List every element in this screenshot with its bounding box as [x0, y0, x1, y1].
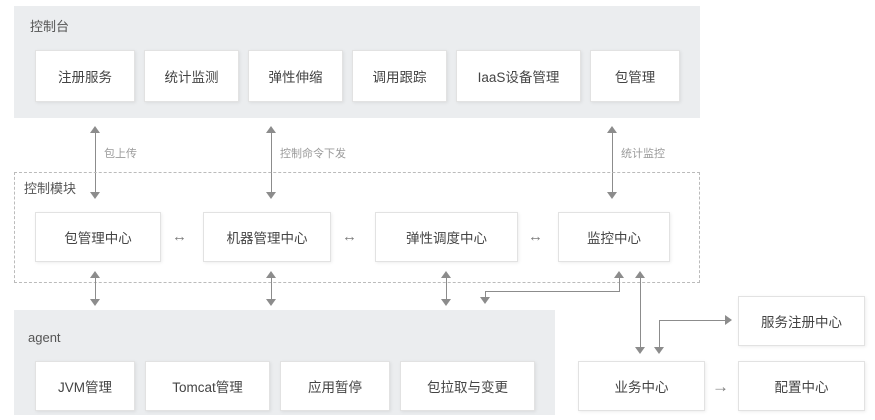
- connector-label-control-command: 控制命令下发: [280, 148, 346, 160]
- connector-agent-machine: [271, 277, 272, 299]
- connector-business-center: [640, 277, 641, 347]
- connector-label-package-upload: 包上传: [104, 148, 137, 160]
- bidirectional-link-elastic-monitor: ↔: [528, 228, 543, 245]
- control-node-monitoring-center[interactable]: 监控中心: [558, 212, 670, 262]
- side-node-configuration-center[interactable]: 配置中心: [738, 361, 865, 411]
- arrow-up-control-command: [266, 126, 276, 133]
- arrow-down-control-command: [266, 192, 276, 199]
- connector-registry-elbow-horizontal: [659, 320, 725, 321]
- arrow-down-agent-elastic: [441, 299, 451, 306]
- agent-node-application-pause[interactable]: 应用暂停: [280, 361, 390, 411]
- console-node-elastic-scaling[interactable]: 弹性伸缩: [248, 50, 343, 102]
- arrow-up-agent-machine: [266, 271, 276, 278]
- agent-node-package-pull-and-change[interactable]: 包拉取与变更: [400, 361, 535, 411]
- agent-node-tomcat-management[interactable]: Tomcat管理: [145, 361, 270, 411]
- connector-statistics-monitoring: [612, 132, 613, 192]
- control-node-machine-management-center[interactable]: 机器管理中心: [203, 212, 331, 262]
- console-node-package-management[interactable]: 包管理: [590, 50, 680, 102]
- connector-control-command: [271, 132, 272, 192]
- connector-agent-pkg: [95, 277, 96, 299]
- arrow-down-monitor-elbow: [480, 297, 490, 304]
- arrow-business-to-config: →: [712, 377, 729, 396]
- arrow-down-agent-pkg: [90, 299, 100, 306]
- arrow-down-agent-machine: [266, 299, 276, 306]
- arrow-down-statistics-monitoring: [607, 192, 617, 199]
- arrow-up-monitor-elbow: [614, 271, 624, 278]
- connector-monitor-elbow-vertical: [619, 277, 620, 292]
- arrow-up-package-upload: [90, 126, 100, 133]
- console-panel-title: 控制台: [30, 19, 70, 34]
- arrow-up-agent-pkg: [90, 271, 100, 278]
- control-module-title: 控制模块: [24, 181, 77, 196]
- arrow-up-agent-elastic: [441, 271, 451, 278]
- bidirectional-link-pkg-machine: ↔: [172, 228, 187, 245]
- connector-registry-elbow-vertical: [659, 320, 660, 347]
- console-node-statistics-monitor[interactable]: 统计监测: [144, 50, 239, 102]
- console-node-iaas-device-management[interactable]: IaaS设备管理: [456, 50, 581, 102]
- control-node-package-management-center[interactable]: 包管理中心: [35, 212, 161, 262]
- side-node-business-center[interactable]: 业务中心: [578, 361, 705, 411]
- connector-package-upload: [95, 132, 96, 192]
- connector-monitor-elbow-horizontal: [485, 291, 620, 292]
- connector-monitor-elbow-drop: [485, 291, 486, 299]
- arrow-up-statistics-monitoring: [607, 126, 617, 133]
- arrow-down-business-center: [635, 347, 645, 354]
- control-node-elastic-scheduling-center[interactable]: 弹性调度中心: [375, 212, 518, 262]
- arrow-up-business-center: [635, 271, 645, 278]
- console-node-call-tracing[interactable]: 调用跟踪: [352, 50, 447, 102]
- control-module-panel: [14, 172, 700, 283]
- bidirectional-link-machine-elastic: ↔: [342, 228, 357, 245]
- arrow-right-service-registry: [725, 315, 732, 325]
- console-node-register-service[interactable]: 注册服务: [35, 50, 135, 102]
- agent-node-jvm-management[interactable]: JVM管理: [35, 361, 135, 411]
- arrow-down-registry-elbow: [654, 347, 664, 354]
- arrow-down-package-upload: [90, 192, 100, 199]
- connector-label-statistics-monitoring: 统计监控: [621, 148, 665, 160]
- connector-agent-elastic: [446, 277, 447, 299]
- agent-panel-title: agent: [28, 330, 61, 345]
- side-node-service-registry-center[interactable]: 服务注册中心: [738, 296, 865, 346]
